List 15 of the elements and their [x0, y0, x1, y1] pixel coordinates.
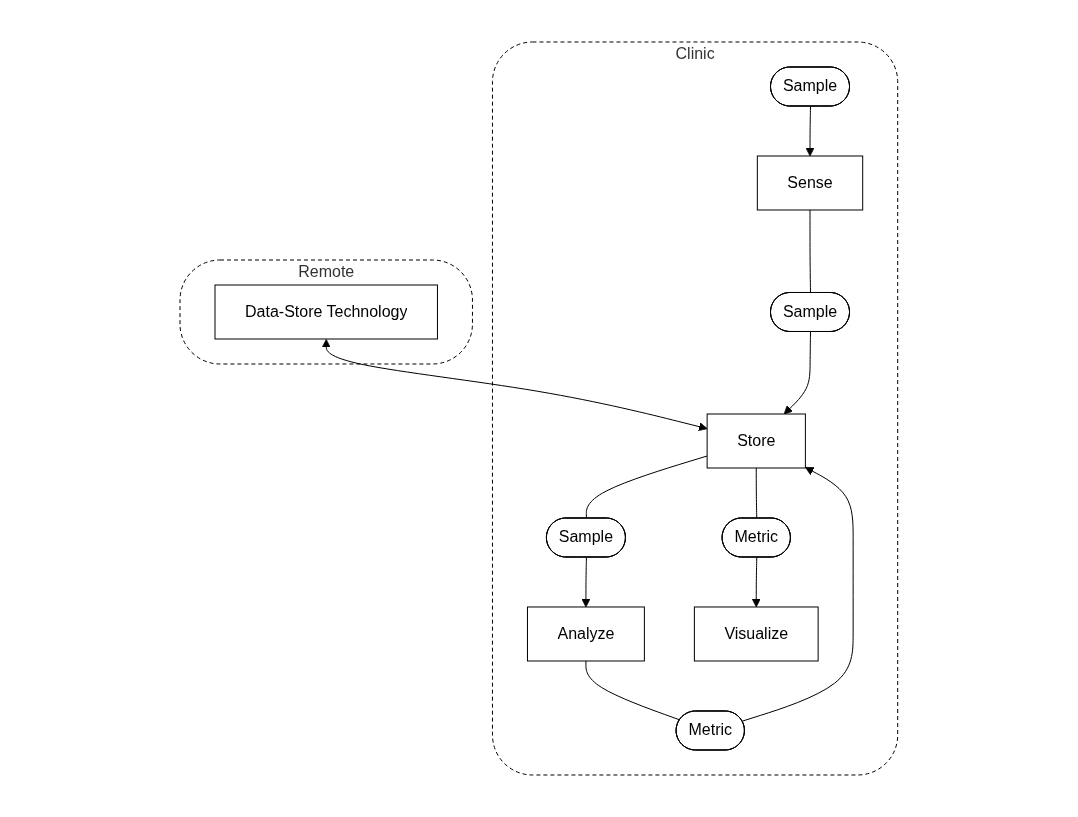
- node-box: Store: [706, 413, 806, 469]
- node-box: Sense: [756, 155, 864, 211]
- node-box: Visualize: [694, 606, 819, 662]
- node-box: Analyze: [527, 606, 645, 662]
- arrow: [741, 466, 854, 722]
- arrow: [805, 106, 815, 157]
- arrow: [783, 331, 812, 415]
- connector: [809, 209, 812, 294]
- connector: [755, 467, 758, 519]
- node-box: Data-Store Technology: [214, 284, 439, 340]
- arrow: [752, 557, 761, 608]
- connector: [585, 660, 681, 721]
- arrow: [581, 557, 591, 608]
- connector: [585, 455, 708, 519]
- arrow: [321, 339, 708, 431]
